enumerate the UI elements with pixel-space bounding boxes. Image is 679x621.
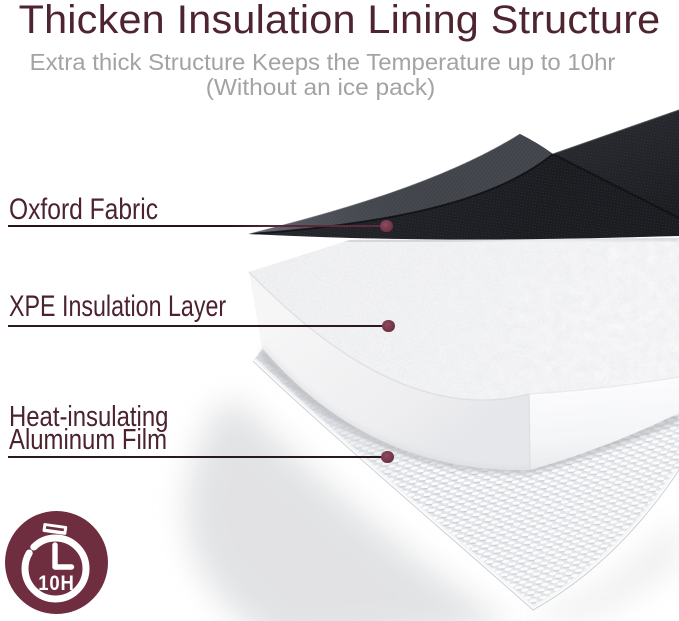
badge-hours-text: 10H	[38, 572, 75, 595]
subtitle-line2: (Without an ice pack)	[205, 74, 436, 100]
leader-dot-xpe-insulation	[382, 319, 395, 332]
xpe-foam-block	[248, 238, 679, 473]
leader-line-xpe-insulation	[8, 325, 388, 327]
label-aluminum-film: Heat-insulating Aluminum Film	[9, 401, 169, 456]
label-xpe-insulation: XPE Insulation Layer	[9, 290, 227, 323]
page-title: Thicken Insulation Lining Structure	[18, 0, 661, 42]
leader-dot-aluminum-film	[381, 450, 394, 463]
duration-badge: 10H	[5, 511, 108, 614]
stopwatch-icon	[5, 511, 108, 614]
label-oxford-fabric: Oxford Fabric	[9, 193, 159, 226]
leader-dot-oxford-fabric	[380, 219, 393, 232]
leader-line-aluminum-film	[8, 456, 387, 458]
leader-line-oxford-fabric	[8, 225, 386, 227]
subtitle-line1: Extra thick Structure Keeps the Temperat…	[29, 49, 616, 75]
oxford-fabric-sheet	[248, 109, 679, 240]
